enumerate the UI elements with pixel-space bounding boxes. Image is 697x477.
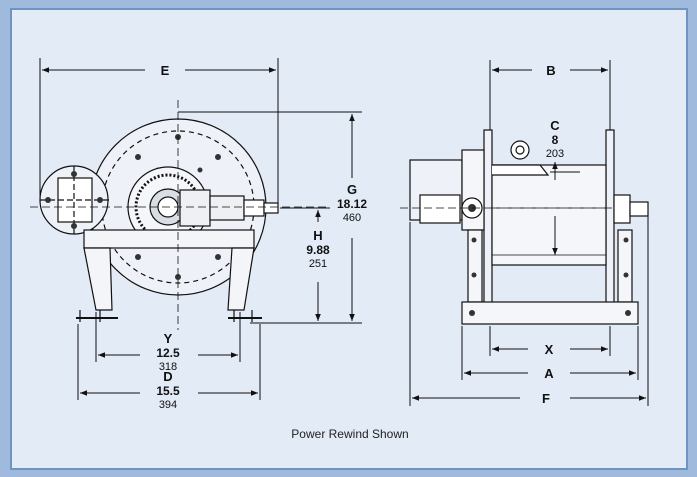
dimension-H — [280, 207, 330, 321]
dim-D-label: D — [163, 369, 172, 384]
base-frame-top — [83, 229, 255, 249]
dimension-A — [461, 326, 639, 380]
dimension-F — [409, 216, 649, 406]
front-view — [30, 100, 330, 330]
dim-H-mm: 251 — [309, 258, 327, 270]
dim-D-mm: 394 — [159, 399, 177, 411]
figure-caption: Power Rewind Shown — [291, 427, 408, 441]
dim-F-label: F — [542, 391, 550, 406]
dimension-B — [489, 60, 611, 130]
left-leg — [83, 247, 113, 311]
drum-body — [491, 164, 607, 266]
dimension-G — [178, 111, 362, 324]
dimension-D — [77, 324, 261, 400]
dimension-E — [39, 58, 279, 206]
dim-E-label: E — [161, 63, 170, 78]
right-flange — [605, 129, 615, 311]
side-view — [400, 129, 650, 325]
dim-C-label: C — [550, 118, 560, 133]
dim-G-label: G — [347, 182, 357, 197]
left-flange — [483, 129, 493, 311]
dim-X-label: X — [545, 342, 554, 357]
dim-H-inches: 9.88 — [306, 243, 330, 257]
right-leg — [227, 247, 255, 311]
dim-D-inches: 15.5 — [156, 384, 180, 398]
dim-Y-mm: 318 — [159, 361, 177, 373]
dim-A-label: A — [544, 366, 554, 381]
side-base — [461, 301, 639, 325]
dim-G-inches: 18.12 — [337, 197, 367, 211]
dim-G-mm: 460 — [343, 212, 361, 224]
dim-H-label: H — [313, 228, 322, 243]
dim-B-label: B — [546, 63, 555, 78]
dimension-C — [550, 162, 580, 255]
dim-C-inches: 8 — [552, 133, 559, 147]
dimension-X — [489, 326, 611, 356]
dim-Y-label: Y — [164, 331, 173, 346]
dimension-Y — [95, 312, 241, 362]
dim-Y-inches: 12.5 — [156, 346, 180, 360]
dim-C-mm: 203 — [546, 148, 564, 160]
